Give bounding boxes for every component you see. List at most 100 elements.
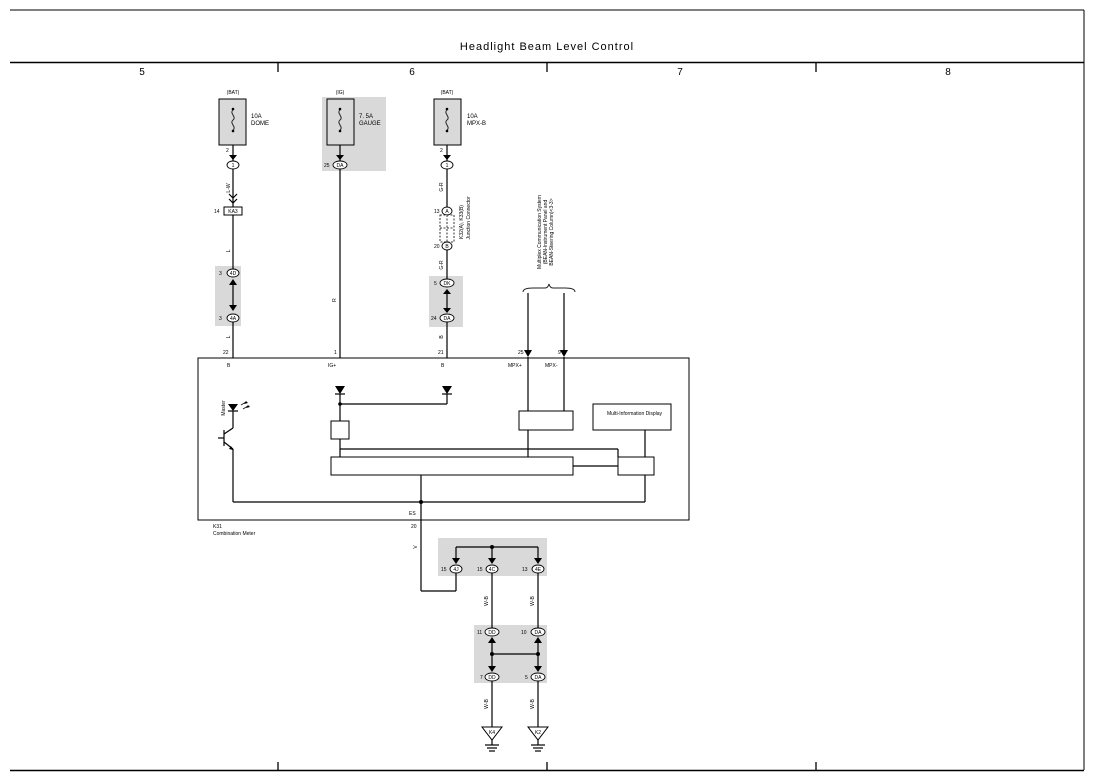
multiplex-reference: Multiplex Communication System (BEAN-Ins…	[522, 195, 576, 357]
column-number: 7	[677, 67, 683, 78]
svg-text:25: 25	[518, 350, 524, 356]
svg-text:Junction Connector: Junction Connector	[466, 196, 472, 239]
svg-text:B: B	[227, 363, 231, 369]
svg-text:10: 10	[521, 630, 527, 636]
svg-text:11: 11	[477, 630, 482, 636]
diode-icon	[335, 386, 345, 394]
svg-text:GAUGE: GAUGE	[359, 121, 381, 127]
fuse-mpx-b: (BAT) 10A MPX-B 2 1	[433, 90, 486, 170]
svg-text:K32(A), K33(B): K32(A), K33(B)	[459, 205, 465, 239]
svg-text:3: 3	[219, 316, 222, 322]
svg-text:K31: K31	[213, 524, 222, 530]
fuse-icon	[338, 109, 342, 131]
svg-text:4J: 4J	[453, 567, 459, 573]
svg-text:DK: DK	[444, 281, 452, 287]
svg-text:W-B: W-B	[530, 596, 536, 606]
svg-text:1: 1	[232, 163, 235, 169]
svg-text:K2: K2	[535, 730, 541, 736]
svg-text:22: 22	[223, 350, 229, 356]
svg-text:14: 14	[214, 209, 220, 215]
svg-text:KA3: KA3	[228, 209, 238, 215]
svg-text:DOME: DOME	[251, 121, 269, 127]
svg-text:B: B	[439, 335, 445, 339]
svg-text:3: 3	[219, 271, 222, 277]
svg-text:7. 5A: 7. 5A	[359, 114, 373, 120]
svg-text:R: R	[332, 298, 338, 302]
svg-text:5: 5	[525, 675, 528, 681]
svg-text:BEAN-Steering Column)<3-3>: BEAN-Steering Column)<3-3>	[549, 198, 555, 265]
svg-text:DD: DD	[488, 630, 496, 636]
svg-text:MPX-B: MPX-B	[467, 121, 486, 127]
ground-icon: K4	[480, 726, 504, 752]
svg-text:5: 5	[434, 281, 437, 287]
svg-text:DA: DA	[535, 630, 543, 636]
svg-text:13: 13	[434, 209, 440, 215]
svg-text:(BAT): (BAT)	[441, 90, 454, 96]
svg-text:B: B	[445, 244, 449, 250]
svg-text:IG+: IG+	[328, 363, 336, 369]
svg-text:15: 15	[477, 567, 483, 573]
wire-mpx-b-circuit: G-R A 13 B 20 K32(A), K33(B) Junction Co…	[431, 145, 472, 386]
svg-text:7: 7	[480, 675, 483, 681]
svg-text:2: 2	[226, 148, 229, 154]
svg-text:24: 24	[431, 316, 437, 322]
diode-icon	[442, 386, 452, 394]
svg-text:ES: ES	[409, 511, 416, 517]
svg-text:B: B	[441, 363, 445, 369]
ground-icon: K2	[526, 726, 550, 752]
svg-text:MPX-: MPX-	[545, 363, 558, 369]
svg-text:L-W: L-W	[226, 183, 232, 192]
svg-text:L: L	[226, 335, 232, 338]
svg-text:21: 21	[438, 350, 444, 356]
diagram-frame	[10, 9, 1085, 772]
svg-text:20: 20	[434, 244, 440, 250]
svg-text:(IG): (IG)	[336, 90, 345, 96]
svg-text:Multiplex Communication System: Multiplex Communication System	[537, 195, 543, 269]
combination-meter: 22 B 1 IG+ 21 B 25 MPX+ 9 MPX- Master	[197, 350, 690, 591]
svg-text:13: 13	[522, 567, 528, 573]
svg-text:K4: K4	[489, 730, 495, 736]
svg-text:25: 25	[324, 163, 330, 169]
column-number: 8	[945, 67, 951, 78]
svg-text:Combination Meter: Combination Meter	[213, 531, 256, 537]
svg-text:10A: 10A	[251, 114, 262, 120]
wire-dome-circuit: L-W 14 KA3 L 4D 3 4A 3 L	[214, 145, 243, 404]
svg-text:DA: DA	[337, 163, 345, 169]
svg-text:9: 9	[558, 350, 561, 356]
svg-text:DA: DA	[535, 675, 543, 681]
svg-text:G-R: G-R	[439, 260, 445, 270]
svg-text:MPX+: MPX+	[508, 363, 522, 369]
svg-text:DD: DD	[488, 675, 496, 681]
svg-text:Master: Master	[221, 400, 227, 416]
svg-text:15: 15	[441, 567, 447, 573]
svg-text:1: 1	[334, 350, 337, 356]
svg-text:W-B: W-B	[484, 699, 490, 709]
svg-text:4C: 4C	[489, 567, 496, 573]
fuse-icon	[445, 109, 449, 131]
svg-text:2: 2	[440, 148, 443, 154]
svg-text:W-B: W-B	[484, 596, 490, 606]
column-number: 6	[409, 67, 415, 78]
svg-text:L: L	[226, 249, 232, 252]
svg-text:W-B: W-B	[530, 699, 536, 709]
svg-text:DA: DA	[444, 316, 452, 322]
wire-gauge-circuit: R	[332, 145, 344, 386]
svg-text:4D: 4D	[230, 271, 237, 277]
fuse-icon	[231, 109, 235, 131]
svg-text:20: 20	[411, 524, 417, 530]
svg-text:G-R: G-R	[439, 182, 445, 192]
svg-text:Multi-Information Display: Multi-Information Display	[607, 411, 663, 417]
svg-text:4A: 4A	[230, 316, 237, 322]
svg-text:V: V	[413, 545, 419, 549]
svg-text:(BEAN-Instrument Panel and: (BEAN-Instrument Panel and	[543, 200, 549, 265]
svg-text:1: 1	[446, 163, 449, 169]
ground-circuit: V 4J 15 4C 15 4E 13 W-B W-B DD 11 DA 10	[413, 545, 550, 752]
column-number: 5	[139, 67, 145, 78]
fuse-dome: (BAT) 10A DOME 2 1	[218, 90, 269, 170]
svg-text:4E: 4E	[535, 567, 542, 573]
diagram-title: Headlight Beam Level Control	[460, 41, 634, 53]
svg-text:A: A	[445, 209, 449, 215]
led-icon	[228, 404, 238, 411]
transistor-icon	[218, 427, 234, 450]
